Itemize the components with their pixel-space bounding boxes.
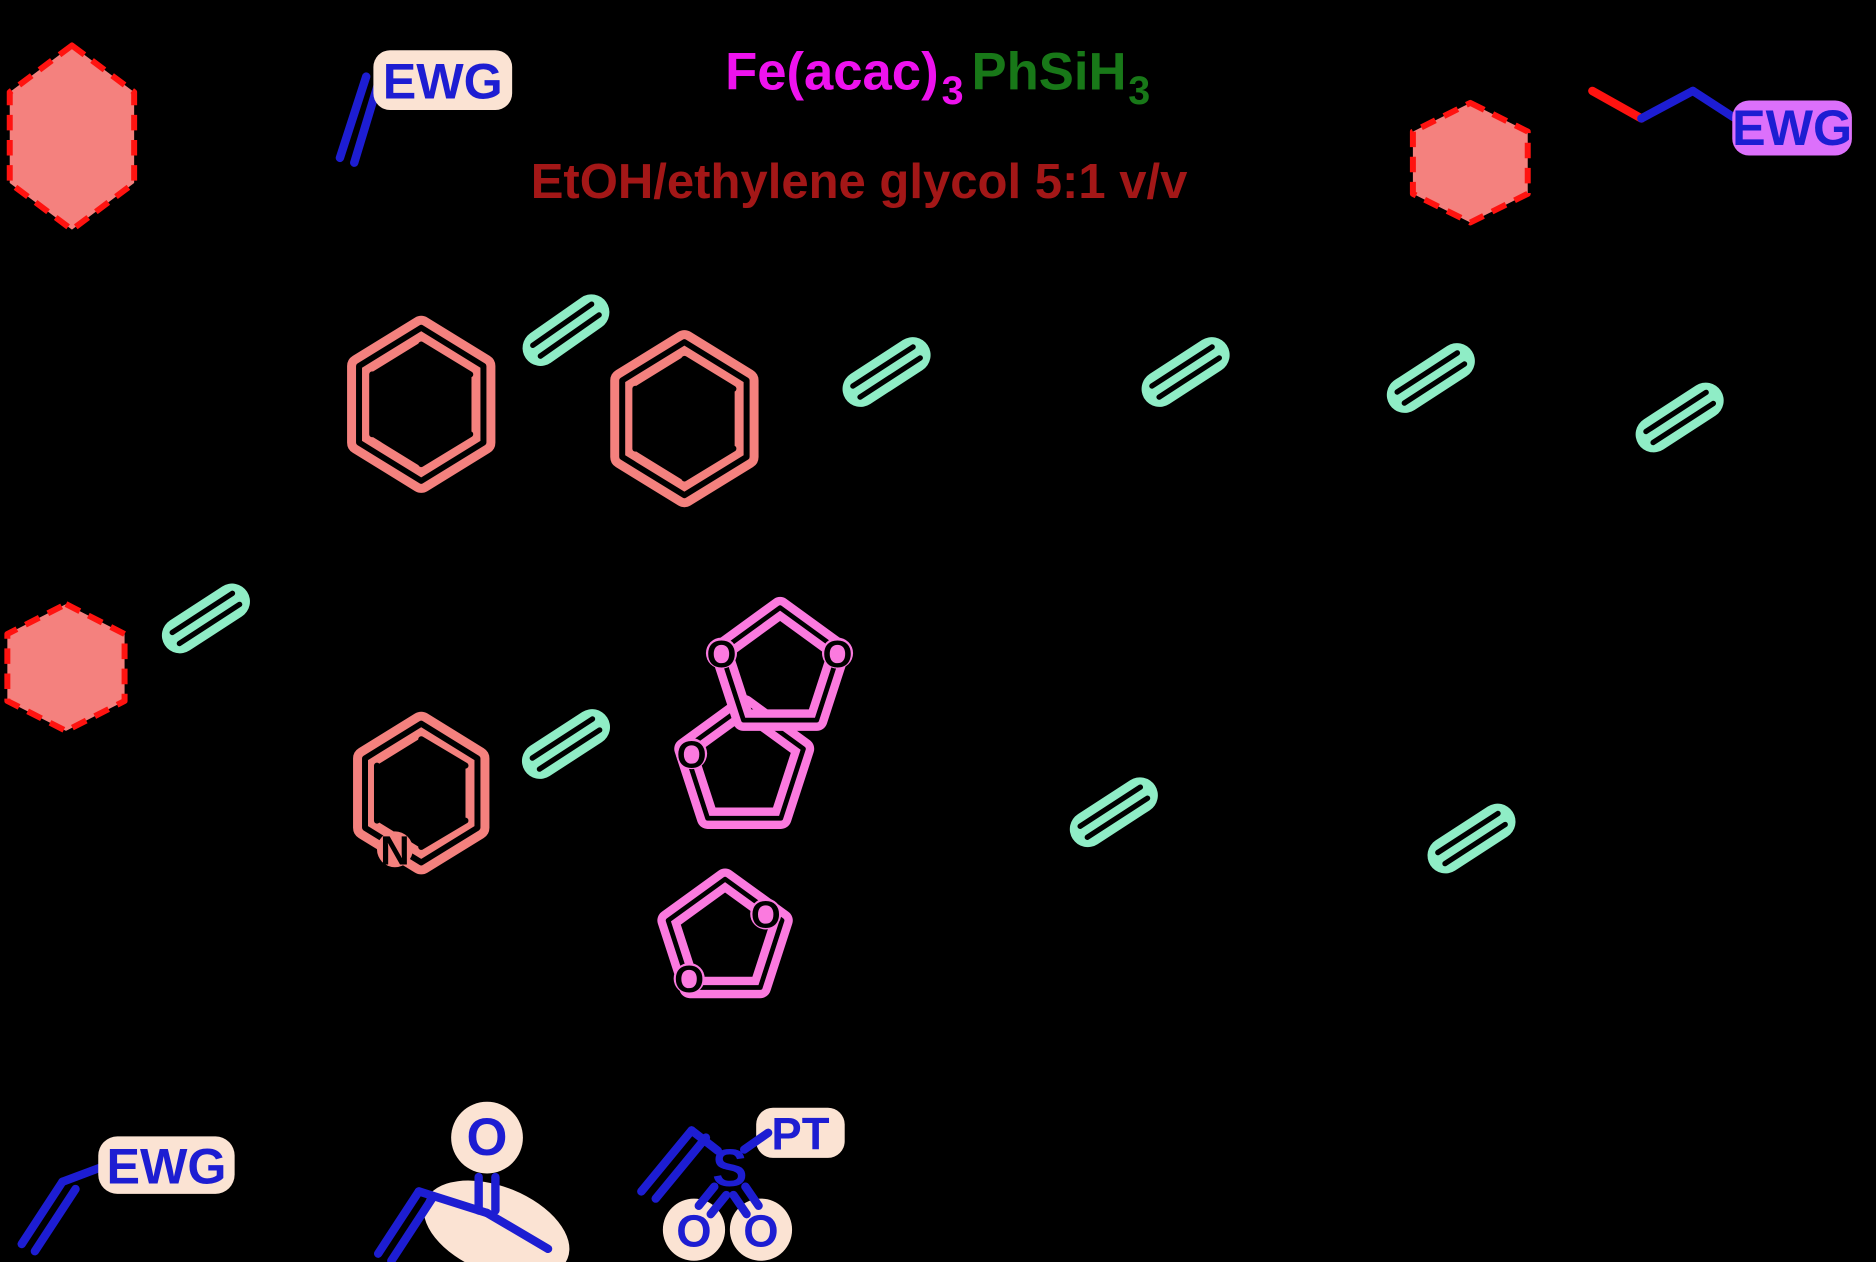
bis-acetonide-group: O O O	[674, 596, 854, 829]
generic-olefin-hexagon-reactant	[6, 42, 138, 233]
vinyl-double-bond-line	[17, 1177, 67, 1249]
product-ewg-badge	[1732, 100, 1852, 156]
vinyl-double-bond-line	[373, 1187, 424, 1258]
oxygen-patch	[673, 962, 705, 995]
alkene-bond-highlight-7	[515, 702, 617, 786]
inner-double-bond	[418, 341, 474, 378]
inner-double-bond	[418, 736, 469, 769]
s-o-double-bond-line	[694, 1182, 719, 1210]
oxygen-label: O	[707, 633, 737, 676]
pt-label: PT	[771, 1109, 829, 1160]
acceptor-methyl-vinyl-ketone: O	[373, 1101, 570, 1262]
inner-double-bond	[681, 355, 737, 392]
s-o-double-bond-line	[729, 1190, 751, 1219]
inner-double-bond	[681, 445, 737, 482]
vinyl-double-bond-line	[335, 72, 371, 163]
acceptor-vinyl-ewg-reactant: EWG	[335, 50, 513, 167]
dioxolane-group: O O	[657, 868, 793, 1001]
inner-double-bond	[418, 817, 469, 850]
catalyst-subscript: 3	[942, 69, 964, 113]
oxygen-label: O	[674, 958, 704, 1001]
silane-label: PhSiH	[971, 42, 1126, 101]
new-bond-highlight-red	[1588, 86, 1646, 123]
chain-bond-line	[1637, 86, 1697, 123]
alkene-bond-highlight-1	[516, 287, 617, 373]
benzene-ring-2	[610, 330, 759, 508]
oxygen-highlight-circle	[451, 1101, 523, 1174]
ewg-label: EWG	[383, 53, 503, 109]
s-o-double-bond-line	[741, 1182, 763, 1210]
generic-olefin-hexagon-product	[1409, 99, 1531, 226]
silane-subscript: 3	[1128, 69, 1150, 113]
bond-line	[58, 1163, 105, 1187]
product-ewg-label: EWG	[1732, 100, 1852, 156]
ring-outline	[619, 339, 750, 499]
alkene-bond-highlight-6	[155, 577, 257, 661]
vinyl-double-bond-line	[30, 1184, 80, 1256]
bond-line	[687, 1126, 723, 1155]
reaction-conditions: Fe(acac) 3 PhSiH 3 EtOH/ethylene glycol …	[531, 42, 1188, 209]
pt-badge	[756, 1107, 845, 1158]
oxygen-label: O	[743, 1205, 778, 1256]
ring-outline	[356, 324, 487, 484]
ewg-badge	[373, 50, 513, 111]
alkene-bond-highlight-8	[1063, 770, 1165, 854]
s-pt-bond-line	[740, 1128, 773, 1154]
ewg-label: EWG	[106, 1138, 226, 1194]
s-o-double-bond-line	[706, 1190, 731, 1219]
sulfur-label: S	[712, 1139, 747, 1198]
inner-double-bond	[418, 431, 474, 468]
product-group: EWG	[1409, 86, 1852, 226]
oxygen-patch	[821, 637, 854, 669]
ewg-badge	[98, 1136, 235, 1194]
ring-highlight	[610, 330, 759, 508]
alkene-bond-highlight-4	[1380, 336, 1482, 420]
generic-olefin-hexagon-substrate	[4, 601, 128, 734]
benzene-ring-1	[347, 315, 496, 493]
oxygen-patch	[705, 637, 738, 669]
nitrogen-patch	[376, 831, 413, 868]
oxygen-label: O	[677, 733, 707, 776]
vinyl-double-bond-line	[637, 1126, 696, 1196]
vinyl-double-bond-line	[651, 1133, 711, 1203]
oxygen-label: O	[823, 633, 853, 676]
alkene-bond-highlight-2	[836, 330, 938, 414]
chain-bond-line	[1688, 86, 1738, 122]
solvent-label: EtOH/ethylene glycol 5:1 v/v	[531, 155, 1188, 209]
catalyst-label: Fe(acac)	[725, 42, 939, 101]
alkene-bond-highlight-3	[1135, 330, 1237, 414]
ring-outline	[362, 720, 481, 866]
ring-highlight	[347, 315, 496, 493]
alkene-bond-highlight-5	[1629, 376, 1731, 460]
acceptor-acrylate: EWG	[17, 1136, 235, 1256]
oxygen-label: O	[467, 1108, 508, 1167]
oxygen-patch	[676, 738, 708, 770]
acceptor-pt-sulfone: S PT O O	[637, 1107, 845, 1261]
vinyl-double-bond-line	[387, 1194, 437, 1262]
pyridine-ring: N	[353, 711, 490, 875]
oxygen-label: O	[751, 894, 781, 937]
oxygen-patch	[750, 898, 782, 930]
oxygen-label: O	[676, 1205, 711, 1256]
alkene-bond-highlight-9	[1421, 797, 1523, 881]
methyl-bond-line	[482, 1208, 553, 1254]
nitrogen-label: N	[380, 828, 409, 874]
